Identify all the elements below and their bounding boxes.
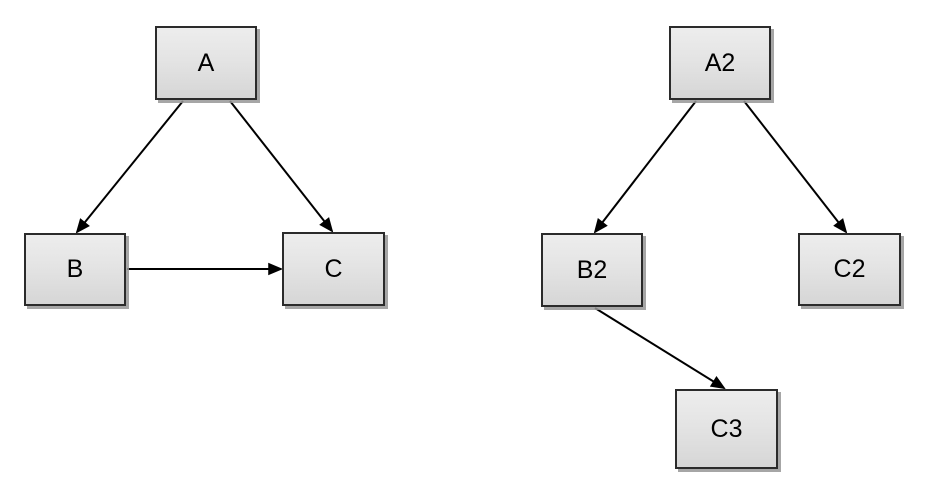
- node-label: C3: [710, 414, 743, 443]
- edge-line: [743, 100, 847, 233]
- node-label: C2: [833, 255, 866, 283]
- edge-b2-c3: [594, 307, 726, 390]
- edge-b-c: [127, 262, 284, 276]
- node-label: B: [66, 255, 84, 283]
- edge-a-c: [229, 100, 334, 233]
- edge-line: [594, 100, 697, 233]
- node-b[interactable]: B: [24, 233, 126, 306]
- edge-a2-c2: [743, 100, 848, 234]
- node-label: A: [197, 48, 215, 77]
- node-a[interactable]: A: [155, 26, 257, 100]
- arrowhead-icon: [593, 218, 608, 234]
- edge-line: [76, 100, 184, 233]
- node-a2[interactable]: A2: [669, 26, 771, 100]
- node-label: C: [324, 254, 343, 283]
- node-label: B2: [576, 255, 608, 284]
- edge-a2-b2: [593, 100, 697, 234]
- arrowhead-icon: [268, 262, 284, 276]
- node-c2[interactable]: C2: [798, 233, 901, 306]
- arrowhead-icon: [709, 375, 726, 390]
- node-c3[interactable]: C3: [675, 389, 778, 469]
- arrowhead-icon: [833, 218, 848, 234]
- node-b2[interactable]: B2: [541, 233, 643, 307]
- edge-line: [229, 100, 333, 232]
- node-label: A2: [704, 48, 736, 77]
- arrowhead-icon: [319, 217, 334, 233]
- arrowhead-icon: [75, 218, 90, 234]
- edge-a-b: [75, 100, 184, 234]
- edge-line: [594, 307, 725, 389]
- node-c[interactable]: C: [282, 232, 385, 306]
